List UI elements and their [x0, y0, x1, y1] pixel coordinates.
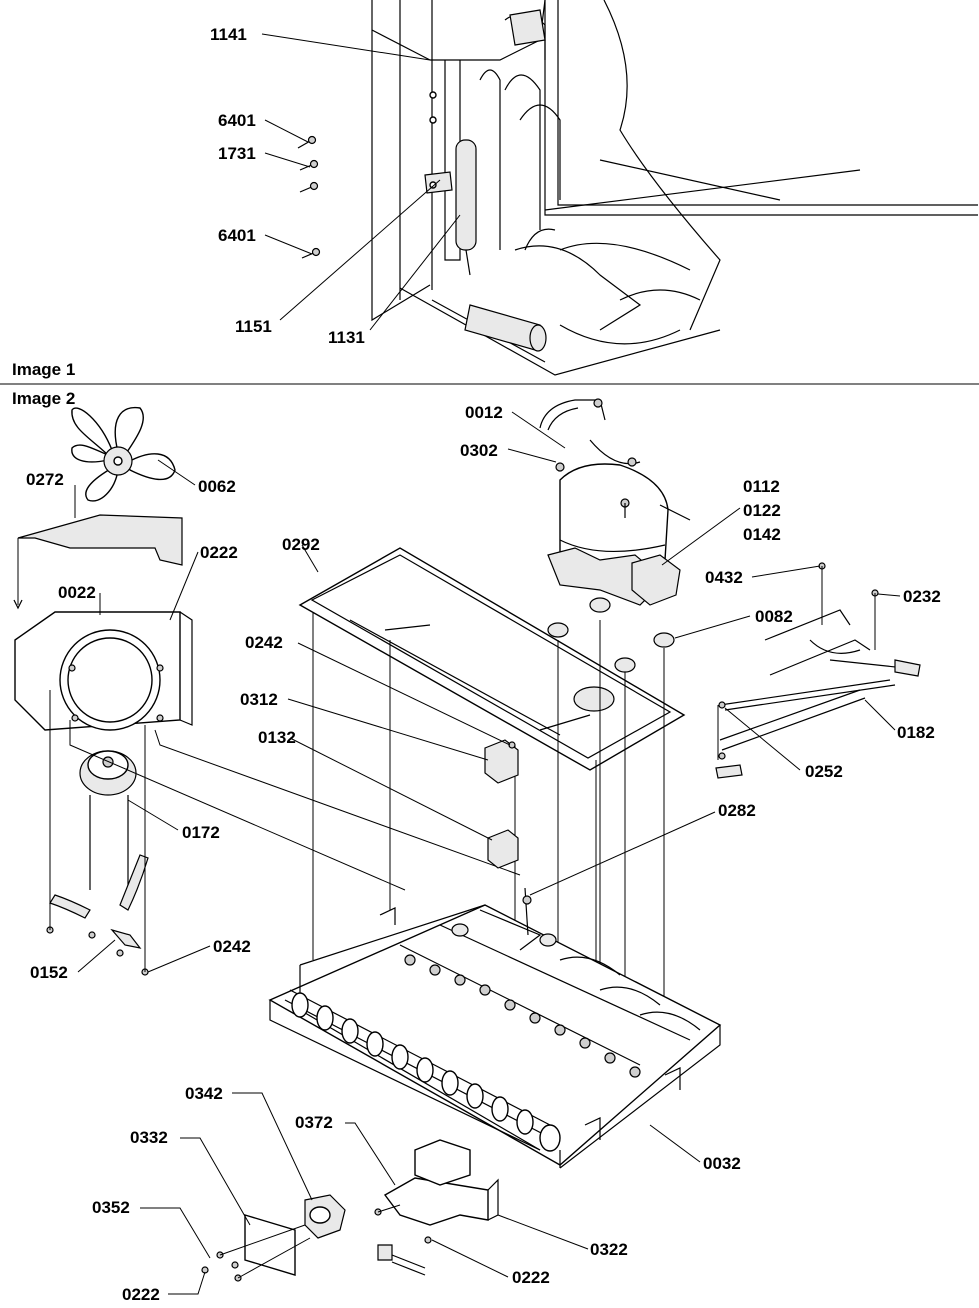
- callout-0222-bottom-left: 0222: [122, 1285, 160, 1304]
- callout-0142: 0142: [743, 525, 781, 544]
- callout-0222-top: 0222: [200, 543, 238, 562]
- callout-0302: 0302: [460, 441, 498, 460]
- callout-0022: 0022: [58, 583, 96, 602]
- callout-0342: 0342: [185, 1084, 223, 1103]
- callout-0272: 0272: [26, 470, 64, 489]
- callout-0322: 0322: [590, 1240, 628, 1259]
- callout-0012: 0012: [465, 403, 503, 422]
- callout-0332: 0332: [130, 1128, 168, 1147]
- callout-1141: 1141: [210, 25, 247, 44]
- fan-blade: [71, 406, 176, 502]
- callout-0292: 0292: [282, 535, 320, 554]
- callout-0242-lower: 0242: [213, 937, 251, 956]
- callout-0082: 0082: [755, 607, 793, 626]
- callout-0242-upper: 0242: [245, 633, 283, 652]
- callout-0152: 0152: [30, 963, 68, 982]
- defrost-timer: [201, 1194, 426, 1282]
- fan-motor: [79, 750, 137, 890]
- fan-bracket: [14, 611, 193, 731]
- bracket-0322: [374, 1139, 499, 1244]
- fan-shroud: [17, 514, 183, 566]
- grommets: [547, 597, 675, 673]
- callout-1151: 1151: [235, 317, 272, 336]
- callout-0432: 0432: [705, 568, 743, 587]
- motor-bracket-left: [49, 894, 91, 919]
- callout-0112: 0112: [743, 477, 780, 496]
- motor-bracket-right: [119, 854, 149, 911]
- callout-0172: 0172: [182, 823, 220, 842]
- callout-0032: 0032: [703, 1154, 741, 1173]
- capacitor-0132: [487, 829, 519, 869]
- section-title-image-2: Image 2: [12, 389, 75, 408]
- callout-0062: 0062: [198, 477, 236, 496]
- callout-0222-bottom-right: 0222: [512, 1268, 550, 1287]
- callout-0252: 0252: [805, 762, 843, 781]
- section-title-image-1: Image 1: [12, 360, 75, 379]
- wire-harness: [715, 562, 921, 779]
- screw-6401-lower: [301, 247, 321, 259]
- image-1-cabinet-assembly: [261, 0, 978, 376]
- callout-1731: 1731: [218, 144, 256, 163]
- callout-6401-lower: 6401: [218, 226, 256, 245]
- compressor: [539, 398, 691, 606]
- callout-0372: 0372: [295, 1113, 333, 1132]
- callout-0352: 0352: [92, 1198, 130, 1217]
- drip-tray: [298, 547, 686, 771]
- callout-0232: 0232: [903, 587, 941, 606]
- callout-0182: 0182: [897, 723, 935, 742]
- callout-0122: 0122: [743, 501, 781, 520]
- screw-6401-upper: [297, 135, 317, 149]
- base-pan: [268, 904, 722, 1169]
- callout-1131: 1131: [328, 328, 365, 347]
- relay-box-0312: [484, 739, 519, 784]
- callout-0132: 0132: [258, 728, 296, 747]
- callout-0312: 0312: [240, 690, 278, 709]
- screw-1731: [299, 159, 319, 193]
- image-2-machine-compartment: [13, 398, 921, 1295]
- callout-0282: 0282: [718, 801, 756, 820]
- sensor-0282: [522, 887, 532, 936]
- callout-6401-upper: 6401: [218, 111, 256, 130]
